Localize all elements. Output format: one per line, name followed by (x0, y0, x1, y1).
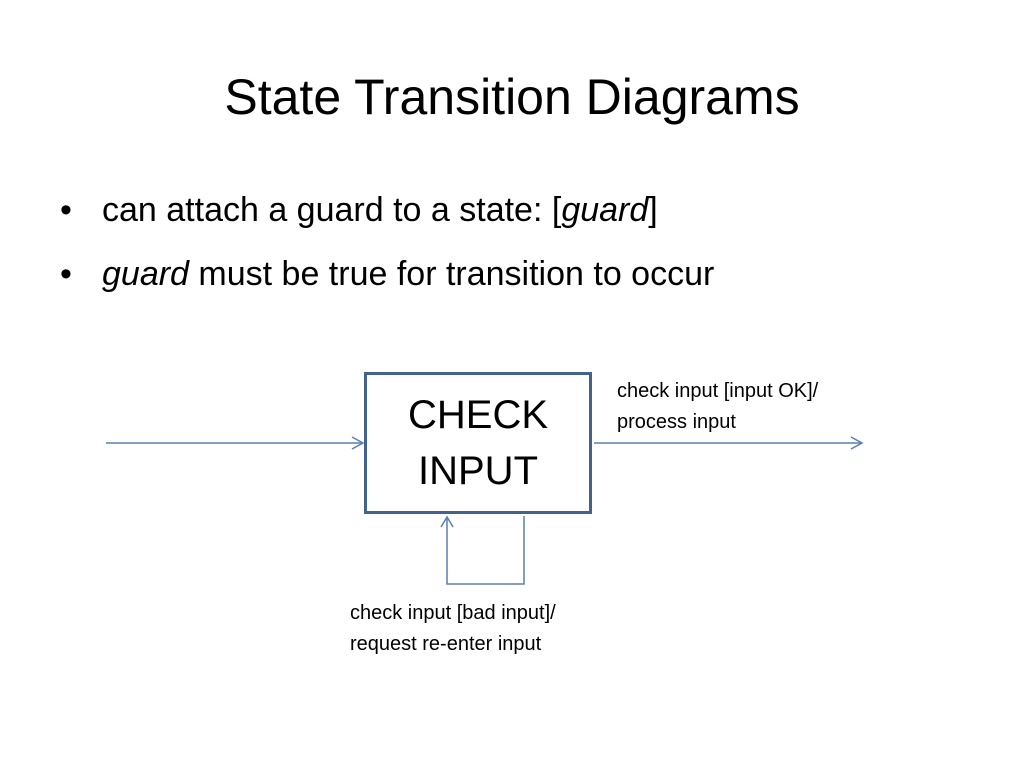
bullet-list: • can attach a guard to a state: [guard]… (60, 188, 714, 316)
outgoing-transition-arrow (594, 436, 864, 450)
transition-label-bad-input: check input [bad input]/ request re-ente… (350, 598, 556, 660)
bullet-marker: • (60, 255, 72, 293)
bullet-item-guard-attach: • can attach a guard to a state: [guard] (60, 188, 714, 232)
state-check-input: CHECK INPUT (364, 372, 592, 514)
transition-label-line: request re-enter input (350, 633, 542, 655)
bullet-text-part: can attach a guard to a state: [ (102, 191, 562, 229)
state-label-line2: INPUT (418, 449, 538, 493)
bullet-item-guard-true: • guard must be true for transition to o… (60, 252, 714, 296)
transition-label-line: process input (617, 411, 736, 433)
incoming-transition-arrow (106, 436, 365, 450)
state-label-line1: CHECK (407, 393, 549, 437)
transition-label-line: check input [input OK]/ (617, 380, 819, 402)
bullet-text-part: ] (648, 191, 658, 229)
bullet-marker: • (60, 191, 72, 229)
transition-label-input-ok: check input [input OK]/ process input (617, 376, 818, 438)
transition-label-line: check input [bad input]/ (350, 602, 556, 624)
bullet-text-italic-part: guard (561, 191, 649, 229)
self-loop-transition-arrow (440, 515, 525, 585)
bullet-text-part: must be true for transition to occur (188, 255, 715, 293)
slide-title: State Transition Diagrams (224, 69, 800, 125)
bullet-text-italic-part: guard (102, 255, 189, 293)
